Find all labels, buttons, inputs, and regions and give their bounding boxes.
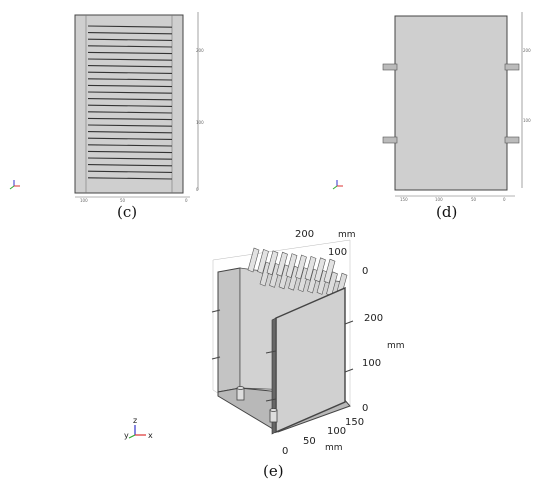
fin bbox=[257, 248, 269, 274]
caption-c: (c) bbox=[117, 203, 138, 221]
axis-label-y: y bbox=[124, 431, 129, 440]
louver-slot bbox=[87, 111, 173, 114]
left-side-plate bbox=[217, 267, 241, 393]
louvered-plate bbox=[74, 14, 184, 194]
louver-slot bbox=[87, 150, 173, 154]
fin bbox=[304, 255, 317, 281]
tick-label: 50 bbox=[120, 198, 126, 203]
caption-e: (e) bbox=[263, 462, 284, 480]
tick-label: 50 bbox=[471, 197, 477, 202]
tick-label: 100 bbox=[327, 426, 346, 437]
panel-e-view: 200 mm 100 0 200 mm 100 0 0 50 100 mm 15… bbox=[124, 229, 405, 457]
tick-label: 100 bbox=[328, 247, 347, 258]
axis-unit: mm bbox=[338, 230, 356, 240]
louver-slot bbox=[87, 91, 173, 94]
panel-d-view: 200 100 150 100 50 0 bbox=[332, 12, 531, 202]
louver-slot bbox=[87, 98, 173, 101]
side-connectors bbox=[382, 63, 520, 144]
louver-slot bbox=[87, 58, 173, 61]
louver-slots bbox=[87, 25, 173, 180]
fin bbox=[323, 258, 336, 284]
louver-slot bbox=[87, 164, 173, 167]
louver-slot bbox=[87, 32, 173, 35]
louver-slot bbox=[87, 104, 173, 107]
tick-label: 200 bbox=[364, 313, 383, 324]
caption-d: (d) bbox=[436, 203, 458, 221]
louver-slot bbox=[87, 124, 173, 127]
axis-unit: mm bbox=[387, 341, 405, 351]
tick-label: 0 bbox=[503, 197, 506, 202]
louver-slot bbox=[87, 117, 173, 121]
fin bbox=[314, 257, 326, 283]
axis-triad-c bbox=[9, 180, 20, 190]
tick-label: 100 bbox=[523, 118, 531, 123]
louver-slot bbox=[87, 170, 173, 173]
inlet-pipes bbox=[236, 386, 278, 423]
axis-label-x: x bbox=[148, 431, 153, 440]
tick-label: 100 bbox=[196, 120, 204, 125]
louver-slot bbox=[87, 38, 173, 41]
tick-label: 0 bbox=[282, 446, 288, 457]
louver-slot bbox=[87, 177, 173, 180]
louver-slot bbox=[87, 78, 173, 81]
front-plate-edge bbox=[271, 317, 277, 435]
mounting-studs bbox=[211, 309, 354, 402]
tick-label: 100 bbox=[80, 198, 88, 203]
tick-label: 0 bbox=[362, 403, 368, 414]
plate-body bbox=[394, 15, 508, 191]
louver-slot bbox=[87, 131, 173, 134]
tick-label: 150 bbox=[400, 197, 408, 202]
axis-label-z: z bbox=[133, 416, 137, 425]
fin bbox=[247, 247, 260, 273]
louver-slot bbox=[87, 25, 173, 28]
tick-label: 200 bbox=[295, 229, 314, 240]
louver-slot bbox=[87, 45, 173, 48]
tick-label: 100 bbox=[435, 197, 443, 202]
fin bbox=[295, 254, 307, 280]
louver-slot bbox=[87, 144, 173, 147]
fin bbox=[285, 253, 298, 279]
louver-slot bbox=[87, 157, 173, 160]
panel-c-view: 200 100 0 100 50 0 bbox=[9, 12, 204, 203]
axis-triad-e: z x y bbox=[124, 416, 153, 440]
louver-slot bbox=[87, 51, 173, 55]
fin bbox=[266, 250, 279, 276]
louver-slot bbox=[87, 71, 173, 74]
louver-slot bbox=[87, 137, 173, 140]
tick-label: 0 bbox=[196, 187, 199, 192]
tick-label: 200 bbox=[523, 48, 531, 53]
tick-label: 0 bbox=[185, 198, 188, 203]
tick-label: 150 bbox=[345, 417, 364, 428]
tick-label: 0 bbox=[362, 266, 368, 277]
axis-triad-d bbox=[332, 180, 343, 190]
tick-label: 200 bbox=[196, 48, 204, 53]
louver-slot bbox=[87, 65, 173, 68]
louver-slot bbox=[87, 84, 173, 88]
tick-label: 100 bbox=[362, 358, 381, 369]
axis-unit: mm bbox=[325, 443, 343, 453]
tick-label: 50 bbox=[303, 436, 316, 447]
fin bbox=[276, 251, 288, 277]
